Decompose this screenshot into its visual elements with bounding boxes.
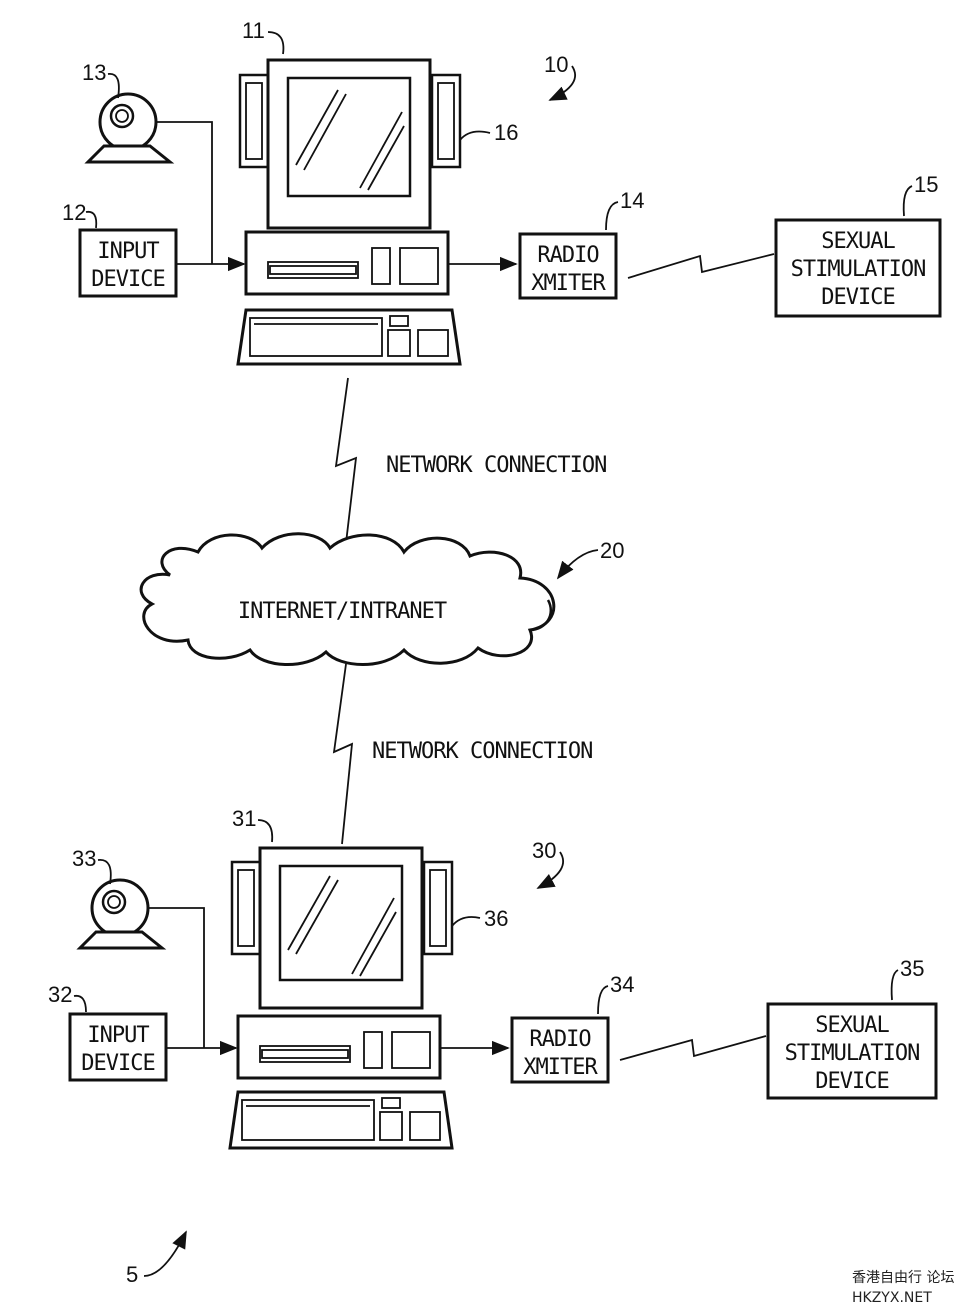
- ref-system-bottom: 30: [532, 838, 556, 863]
- input-device-top-line2: DEVICE: [91, 267, 164, 292]
- speaker-right-bottom: [422, 860, 454, 956]
- ref-radio-top: 14: [620, 188, 644, 213]
- network-link-top: [334, 377, 358, 561]
- ref-input-top: 12: [62, 200, 86, 225]
- ref-network: 20: [600, 538, 624, 563]
- computer-top: [236, 58, 462, 366]
- stimulation-device-bottom: [766, 1002, 938, 1100]
- input-device-top: [78, 228, 178, 298]
- ref-speaker-bottom: 36: [484, 906, 508, 931]
- radio-xmiter-bottom: [510, 1016, 610, 1084]
- monitor-top: [266, 58, 432, 230]
- radio-top-line1: RADIO: [537, 243, 598, 268]
- ref-system-top: 10: [544, 52, 568, 77]
- speaker-right-top: [430, 73, 462, 169]
- camera-bottom: [76, 878, 167, 950]
- input-device-top-line1: INPUT: [97, 239, 159, 264]
- watermark-line2: HKZYX.NET: [852, 1290, 932, 1306]
- watermark-line1: 香港自由行 论坛: [852, 1270, 954, 1286]
- network-connection-top-label: NETWORK CONNECTION: [386, 453, 606, 478]
- computer-bottom: [228, 846, 454, 1150]
- speaker-left-bottom: [230, 860, 262, 956]
- input-device-bottom-line1: INPUT: [87, 1023, 149, 1048]
- wireless-link-bottom: [619, 1035, 767, 1061]
- radio-top-line2: XMITER: [531, 271, 606, 296]
- camera-top: [84, 92, 175, 164]
- radio-xmiter-top: [518, 232, 618, 300]
- stim-top-line1: SEXUAL: [821, 229, 895, 254]
- stim-bottom-line3: DEVICE: [815, 1069, 888, 1094]
- input-device-bottom-line2: DEVICE: [81, 1051, 154, 1076]
- wireless-link-top: [627, 253, 775, 279]
- internet-cloud: [139, 532, 556, 666]
- ref-overall: 5: [126, 1262, 138, 1287]
- ref-camera-top: 13: [82, 60, 106, 85]
- monitor-bottom: [258, 846, 424, 1010]
- ref-computer-bottom: 31: [232, 806, 256, 831]
- ref-stim-bottom: 35: [900, 956, 924, 981]
- screen-bottom: [278, 864, 404, 982]
- network-connection-bottom-label: NETWORK CONNECTION: [372, 739, 592, 764]
- screen-top: [286, 76, 412, 198]
- stimulation-device-top: [774, 218, 942, 318]
- input-device-bottom: [68, 1012, 168, 1082]
- ref-input-bottom: 32: [48, 982, 72, 1007]
- stim-bottom-line2: STIMULATION: [785, 1041, 920, 1066]
- radio-bottom-line1: RADIO: [529, 1027, 590, 1052]
- stim-bottom-line1: SEXUAL: [815, 1013, 889, 1038]
- ref-speaker-top: 16: [494, 120, 518, 145]
- ref-stim-top: 15: [914, 172, 938, 197]
- internet-intranet-label: INTERNET/INTRANET: [238, 599, 447, 624]
- stim-top-line2: STIMULATION: [791, 257, 926, 282]
- radio-bottom-line2: XMITER: [523, 1055, 598, 1080]
- speaker-left-top: [238, 73, 270, 169]
- network-link-bottom: [332, 663, 354, 845]
- ref-camera-bottom: 33: [72, 846, 96, 871]
- ref-computer-top: 11: [242, 18, 265, 43]
- stim-top-line3: DEVICE: [821, 285, 894, 310]
- ref-radio-bottom: 34: [610, 972, 634, 997]
